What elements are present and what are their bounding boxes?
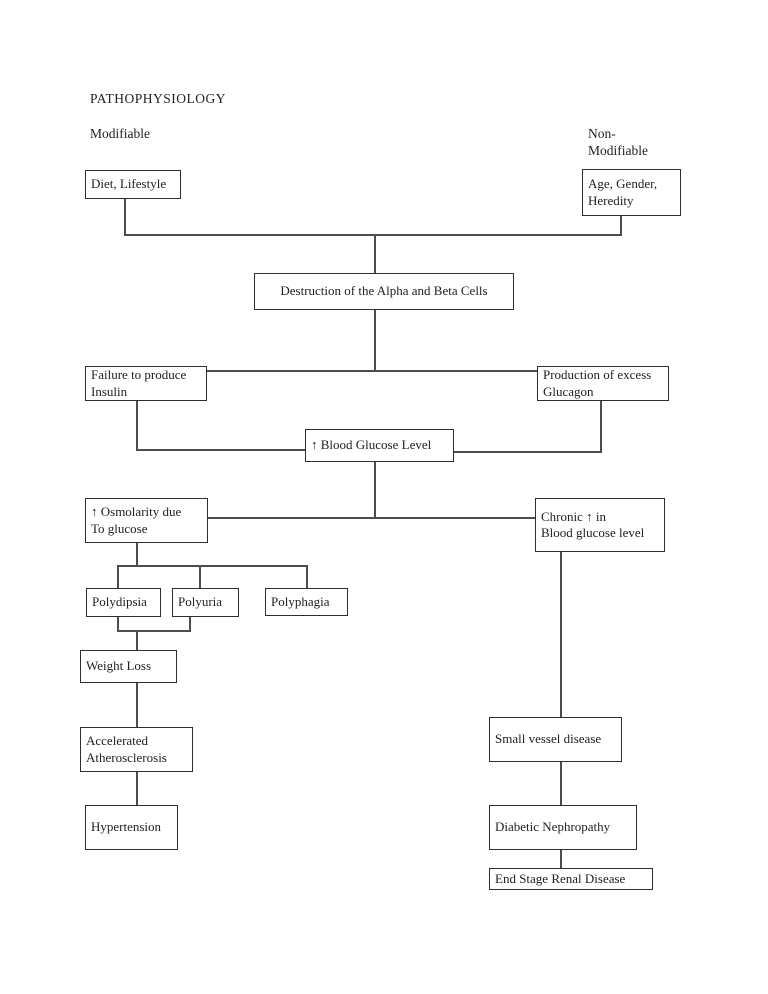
node-polyphagia: Polyphagia bbox=[265, 588, 348, 616]
node-polydipsia: Polydipsia bbox=[86, 588, 161, 617]
node-chronic-increase-blood-glucose: Chronic ↑ in Blood glucose level bbox=[535, 498, 665, 552]
node-hypertension: Hypertension bbox=[85, 805, 178, 850]
connector-line bbox=[124, 234, 622, 236]
page-title: PATHOPHYSIOLOGY bbox=[90, 91, 227, 106]
connector-line bbox=[374, 234, 376, 273]
connector-line bbox=[600, 400, 602, 453]
connector-line bbox=[374, 462, 376, 519]
node-osmolarity-due-to-glucose: ↑ Osmolarity due To glucose bbox=[85, 498, 208, 543]
connector-line bbox=[117, 565, 119, 588]
connector-line bbox=[560, 850, 562, 868]
connector-line bbox=[207, 370, 537, 372]
connector-line bbox=[306, 565, 308, 588]
connector-line bbox=[136, 543, 138, 567]
connector-line bbox=[454, 451, 602, 453]
connector-line bbox=[136, 449, 305, 451]
connector-line bbox=[136, 683, 138, 727]
connector-line bbox=[189, 617, 191, 632]
node-accelerated-atherosclerosis: Accelerated Atherosclerosis bbox=[80, 727, 193, 772]
label-modifiable: Modifiable bbox=[90, 126, 150, 141]
node-failure-to-produce-insulin: Failure to produce Insulin bbox=[85, 366, 207, 401]
node-diabetic-nephropathy: Diabetic Nephropathy bbox=[489, 805, 637, 850]
node-age-gender-heredity: Age, Gender, Heredity bbox=[582, 169, 681, 216]
label-non-modifiable: Non- Modifiable bbox=[588, 126, 648, 158]
connector-line bbox=[620, 216, 622, 235]
connector-line bbox=[117, 617, 119, 632]
node-diet-lifestyle: Diet, Lifestyle bbox=[85, 170, 181, 199]
connector-line bbox=[199, 565, 201, 588]
connector-line bbox=[117, 565, 308, 567]
connector-line bbox=[136, 400, 138, 451]
node-end-stage-renal-disease: End Stage Renal Disease bbox=[489, 868, 653, 890]
connector-line bbox=[208, 517, 535, 519]
node-blood-glucose-level: ↑ Blood Glucose Level bbox=[305, 429, 454, 462]
node-small-vessel-disease: Small vessel disease bbox=[489, 717, 622, 762]
node-weight-loss: Weight Loss bbox=[80, 650, 177, 683]
node-production-excess-glucagon: Production of excess Glucagon bbox=[537, 366, 669, 401]
connector-line bbox=[374, 310, 376, 372]
connector-line bbox=[560, 762, 562, 805]
node-destruction-alpha-beta-cells: Destruction of the Alpha and Beta Cells bbox=[254, 273, 514, 310]
connector-line bbox=[136, 772, 138, 805]
connector-line bbox=[117, 630, 191, 632]
node-polyuria: Polyuria bbox=[172, 588, 239, 617]
connector-line bbox=[136, 630, 138, 650]
connector-line bbox=[124, 198, 126, 235]
connector-line bbox=[560, 552, 562, 717]
